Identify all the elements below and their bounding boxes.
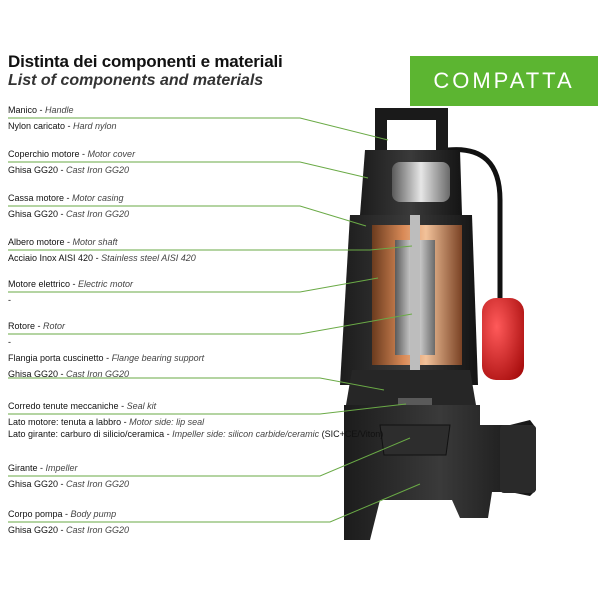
component-material-en: Cast Iron GG20 xyxy=(66,209,130,219)
component-name-en: Handle xyxy=(45,105,74,115)
leader-line xyxy=(8,205,367,227)
compatta-logo: COMPATTA xyxy=(410,56,598,106)
component-material: Ghisa GG20 xyxy=(8,165,59,175)
component-motor-casing: Cassa motore - Motor casing Ghisa GG20 -… xyxy=(8,193,130,219)
outlet-flange xyxy=(500,425,536,493)
component-name: Motore elettrico xyxy=(8,279,71,289)
page-title: Distinta dei componenti e materiali xyxy=(8,52,283,71)
component-name: Corpo pompa xyxy=(8,509,63,519)
component-name-en: Body pump xyxy=(70,509,117,519)
component-material: Acciaio Inox AISI 420 xyxy=(8,253,94,263)
component-material: Nylon caricato xyxy=(8,121,66,131)
component-material-en: Cast Iron GG20 xyxy=(66,479,130,489)
component-rotor: Rotore - Rotor - xyxy=(8,321,66,347)
component-material-extra: Lato girante: carburo di silicio/ceramic… xyxy=(8,429,165,439)
leader-line xyxy=(8,277,379,293)
component-seal-kit: Corredo tenute meccaniche - Seal kit Lat… xyxy=(8,401,384,439)
page-subtitle: List of components and materials xyxy=(8,72,264,89)
component-material-en: Cast Iron GG20 xyxy=(66,165,130,175)
component-handle: Manico - Handle Nylon caricato - Hard ny… xyxy=(8,105,117,131)
component-material-en: Cast Iron GG20 xyxy=(66,525,130,535)
impeller xyxy=(379,424,451,456)
component-material: - xyxy=(8,337,11,347)
component-motor-shaft: Albero motore - Motor shaft Acciaio Inox… xyxy=(8,237,196,263)
component-name-en: Impeller xyxy=(45,463,78,473)
component-material-en: Stainless steel AISI 420 xyxy=(101,253,196,263)
component-name: Corredo tenute meccaniche xyxy=(8,401,119,411)
component-material: Ghisa GG20 xyxy=(8,209,59,219)
handle xyxy=(375,108,448,150)
component-material: - xyxy=(8,295,11,305)
component-flange-bearing: Flangia porta cuscinetto - Flange bearin… xyxy=(8,353,205,379)
component-material-en: Motor side: lip seal xyxy=(129,417,205,427)
leader-line xyxy=(8,377,385,391)
leader-line xyxy=(8,117,389,141)
logo-text: COMPATTA xyxy=(433,68,575,93)
component-name: Flangia porta cuscinetto xyxy=(8,353,104,363)
component-name: Coperchio motore xyxy=(8,149,80,159)
float-cable xyxy=(447,147,503,300)
component-name-en: Motor casing xyxy=(72,193,124,203)
component-name: Girante xyxy=(8,463,38,473)
bearing-flange xyxy=(346,370,476,405)
component-name-en: Motor shaft xyxy=(72,237,118,247)
component-material-en: Cast Iron GG20 xyxy=(66,369,130,379)
leader-line xyxy=(8,313,413,335)
leader-line xyxy=(8,403,407,415)
component-material-extra-tail: (SIC+CE/Viton) xyxy=(321,429,384,439)
component-name: Rotore xyxy=(8,321,36,331)
leader-line xyxy=(8,437,411,477)
component-name: Manico xyxy=(8,105,38,115)
component-material-extra-en: Impeller side: silicon carbide/ceramic xyxy=(172,429,320,439)
component-material: Ghisa GG20 xyxy=(8,525,59,535)
component-name-en: Motor cover xyxy=(87,149,136,159)
float-switch xyxy=(482,298,524,380)
component-name-en: Electric motor xyxy=(78,279,134,289)
component-impeller: Girante - Impeller Ghisa GG20 - Cast Iro… xyxy=(8,463,130,489)
component-name-en: Rotor xyxy=(43,321,66,331)
component-name-en: Seal kit xyxy=(126,401,157,411)
motor-shaft xyxy=(410,215,420,425)
component-material: Lato motore: tenuta a labbro xyxy=(8,417,122,427)
component-material: Ghisa GG20 xyxy=(8,369,59,379)
terminal-box xyxy=(392,162,450,202)
component-material-en: Hard nylon xyxy=(73,121,117,131)
component-name: Cassa motore xyxy=(8,193,65,203)
component-motor-cover: Coperchio motore - Motor cover Ghisa GG2… xyxy=(8,149,136,175)
leader-line xyxy=(8,483,421,523)
component-name: Albero motore xyxy=(8,237,65,247)
component-electric-motor: Motore elettrico - Electric motor - xyxy=(8,279,134,305)
component-material: Ghisa GG20 xyxy=(8,479,59,489)
component-name-en: Flange bearing support xyxy=(111,353,205,363)
component-body-pump: Corpo pompa - Body pump Ghisa GG20 - Cas… xyxy=(8,509,130,535)
leader-line xyxy=(8,161,369,179)
leader-line xyxy=(8,245,413,251)
